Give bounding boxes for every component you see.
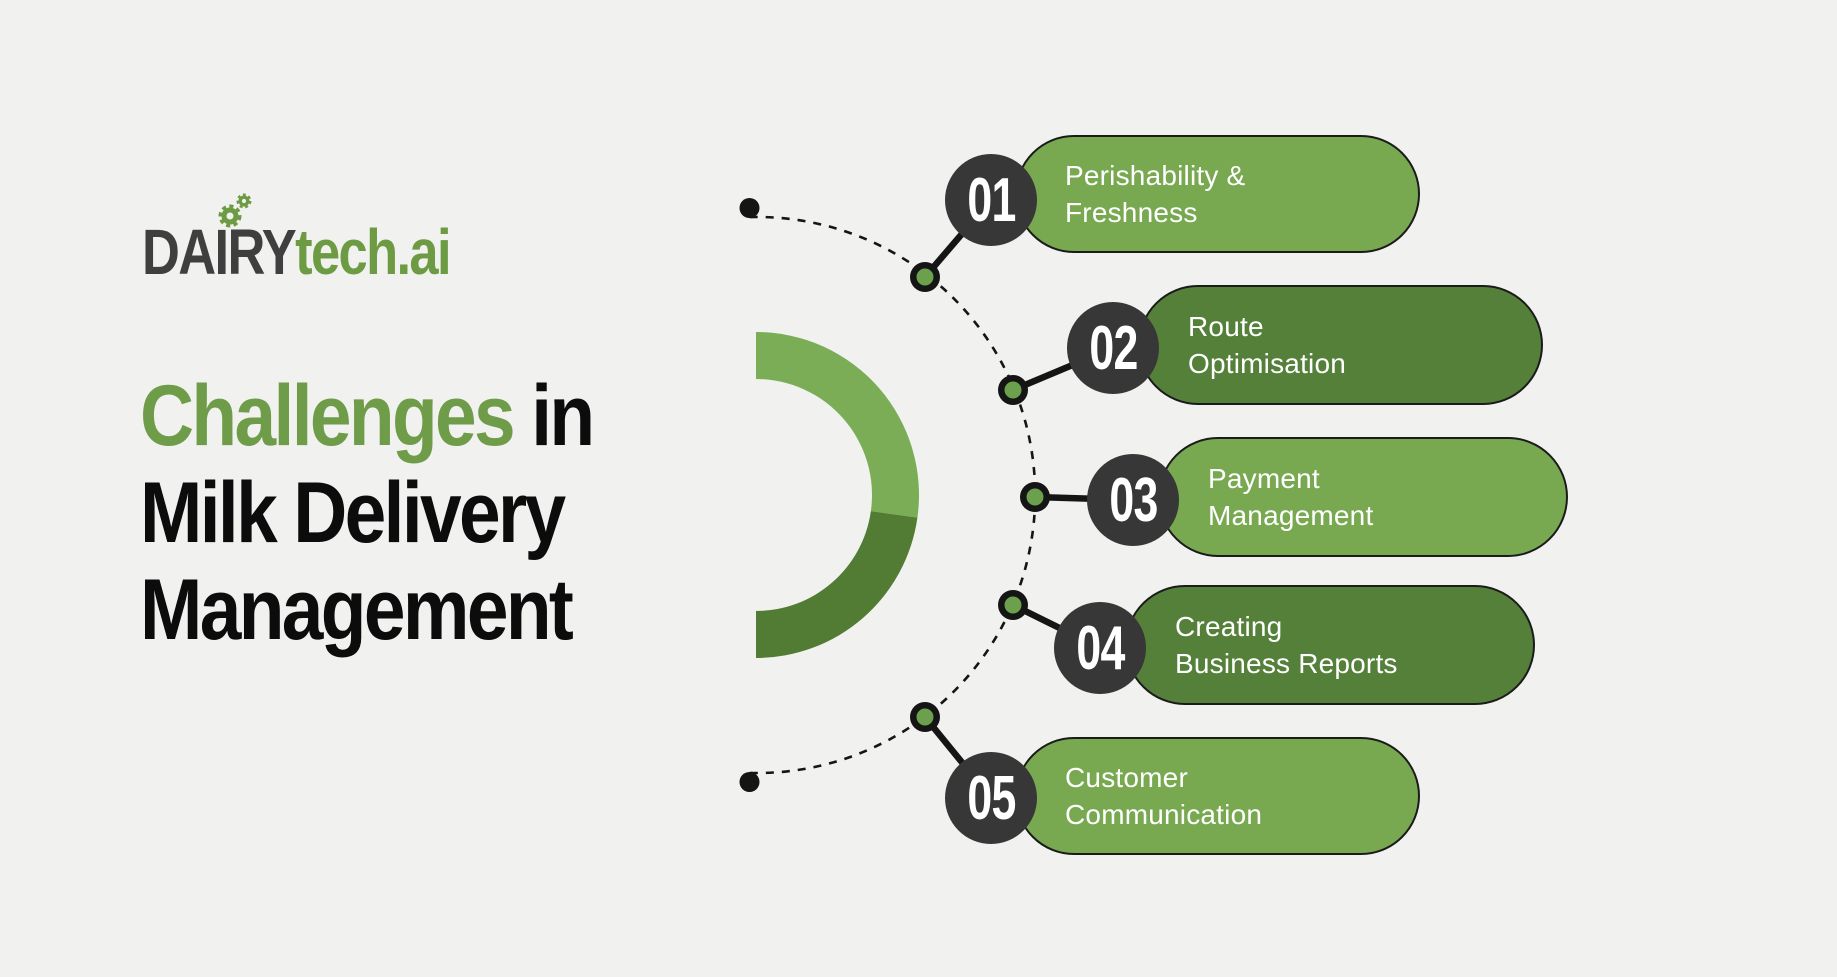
gear-large-teeth xyxy=(218,204,242,228)
challenge-pill-4: Creating Business Reports xyxy=(1125,585,1535,705)
donut-arc-light-segment xyxy=(756,332,919,518)
challenge-1-label-line2: Freshness xyxy=(1065,197,1198,228)
orbit-start-dot xyxy=(739,198,760,218)
challenge-pill-1: Perishability & Freshness xyxy=(1015,135,1420,253)
challenge-number-badge-3: 03 xyxy=(1087,454,1179,546)
gear-icon xyxy=(218,193,252,228)
gear-large-body xyxy=(221,207,239,225)
orbit-node-3-dot xyxy=(1026,488,1044,506)
challenge-3-label-line2: Management xyxy=(1208,500,1374,531)
challenge-number-2: 02 xyxy=(1088,313,1138,383)
challenge-number-badge-5: 05 xyxy=(945,752,1037,844)
donut-arc-dark-segment xyxy=(756,511,918,658)
orbit-end-dot xyxy=(739,772,760,792)
challenge-number-badge-1: 01 xyxy=(945,154,1037,246)
challenge-number-4: 04 xyxy=(1075,613,1125,683)
challenge-number-1: 01 xyxy=(966,165,1016,235)
brand-name-green: tech.ai xyxy=(295,216,451,288)
challenge-3-label-line1: Payment xyxy=(1208,463,1320,494)
orbit-nodes xyxy=(910,262,1050,732)
challenge-5-label-line2: Communication xyxy=(1065,799,1263,830)
challenge-pill-2: Route Optimisation xyxy=(1138,285,1543,405)
gear-small-body xyxy=(238,195,250,207)
challenge-number-badge-2: 02 xyxy=(1067,302,1159,394)
brand-name-dark: DAIRY xyxy=(142,216,297,288)
challenge-5-label-line1: Customer xyxy=(1065,762,1188,793)
page-title: Challenges in Milk Delivery Management xyxy=(140,368,595,659)
brand-logo: DAIRYtech.ai xyxy=(142,216,452,288)
challenge-number-3: 03 xyxy=(1108,465,1158,535)
challenge-number-badge-4: 04 xyxy=(1054,602,1146,694)
title-highlight: Challenges xyxy=(140,368,516,464)
challenge-4-label-line2: Business Reports xyxy=(1175,648,1398,679)
title-line-1: Challenges in xyxy=(140,368,595,465)
challenge-number-5: 05 xyxy=(966,763,1016,833)
title-line-2: Milk Delivery xyxy=(140,465,566,561)
gear-small-teeth xyxy=(236,193,252,209)
orbit-node-2-dot xyxy=(1004,381,1022,399)
challenge-2-label-line2: Optimisation xyxy=(1188,348,1347,379)
title-line-1-rest: in xyxy=(513,368,595,464)
orbit-node-5-dot xyxy=(916,708,934,726)
challenge-2-label-line1: Route xyxy=(1188,311,1264,342)
challenge-1-label-line1: Perishability & xyxy=(1065,160,1246,191)
challenge-4-label-line1: Creating xyxy=(1175,611,1283,642)
orbit-node-1-dot xyxy=(916,268,934,286)
orbit-node-4-dot xyxy=(1004,596,1022,614)
challenge-pill-5: Customer Communication xyxy=(1015,737,1420,855)
challenge-pill-3: Payment Management xyxy=(1158,437,1568,557)
title-line-3: Management xyxy=(140,562,574,658)
